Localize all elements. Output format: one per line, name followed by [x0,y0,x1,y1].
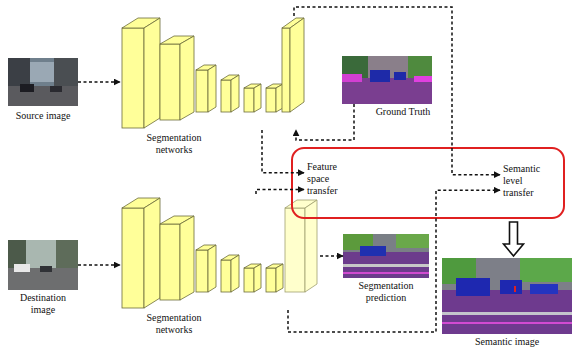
image-node: Semantic image [442,258,572,334]
image-node: Source image [8,58,78,106]
caption: Segmentation networks [136,312,212,336]
segmentation-network-top [122,18,304,128]
dashed-connector [288,190,500,332]
destination-photo [8,240,78,290]
caption: Ground Truth [370,106,436,118]
highlight-box [292,148,564,218]
segmentation-prediction-image [343,234,429,278]
network-node: Segmentation networks [120,16,306,130]
network-node: Segmentation networks [120,194,320,310]
caption: Source image [4,110,82,122]
segmentation-network-bottom [122,198,317,308]
source-photo [8,58,78,106]
ground-truth-image [342,56,432,104]
node-label: Semantic level transfer [503,163,553,199]
dashed-connector [320,255,343,257]
transfer-box: Feature space transfer [304,158,360,200]
dashed-connector [294,7,500,175]
dashed-connector [262,130,304,173]
dashed-connector [78,264,120,266]
image-node: Segmentation prediction [343,234,429,278]
image-node: Destination image [8,240,78,290]
semantic-image [442,258,572,334]
block-arrow [504,222,524,256]
node-label: Feature space transfer [307,161,357,197]
dashed-connector [78,81,120,83]
caption: Segmentation prediction [343,280,429,304]
dashed-connector [256,190,304,195]
dashed-connector [296,104,354,140]
image-node: Ground Truth [342,56,432,104]
caption: Semantic image [442,336,572,348]
caption: Segmentation networks [136,132,212,156]
transfer-box: Semantic level transfer [500,160,556,202]
caption: Destination image [13,292,73,316]
